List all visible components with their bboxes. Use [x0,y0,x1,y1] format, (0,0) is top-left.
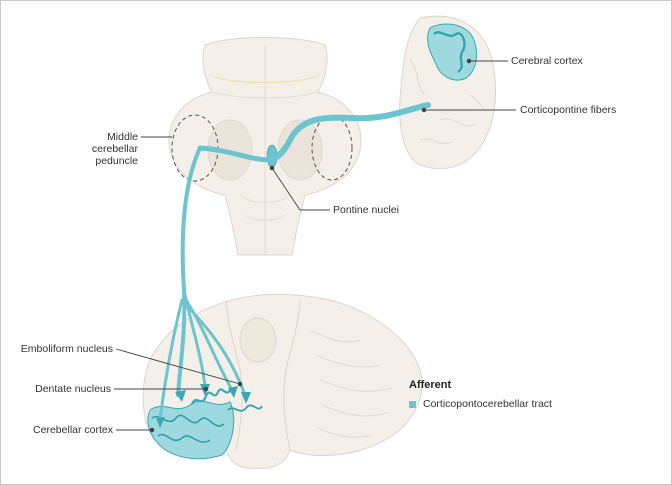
cerebral-hemisphere [400,16,496,168]
label-cerebellar-cortex: Cerebellar cortex [4,424,113,436]
label-pontine-nuclei: Pontine nuclei [333,204,399,216]
label-peduncle-line1: Middle [60,131,138,143]
label-emboliform-nucleus: Emboliform nucleus [4,343,113,355]
label-middle-cerebellar-peduncle: Middle cerebellar peduncle [60,131,138,167]
legend: Afferent Corticopontocerebellar tract [409,379,552,410]
label-dentate-nucleus: Dentate nucleus [4,383,111,395]
label-corticopontine-fibers: Corticopontine fibers [520,104,616,116]
legend-swatch-icon [409,401,416,408]
brainstem [169,38,361,256]
label-peduncle-line2: cerebellar [60,143,138,155]
legend-item: Corticopontocerebellar tract [409,398,552,410]
legend-title: Afferent [409,379,552,391]
label-cerebral-cortex: Cerebral cortex [511,55,583,67]
label-peduncle-line3: peduncle [60,155,138,167]
legend-item-label: Corticopontocerebellar tract [423,398,552,410]
